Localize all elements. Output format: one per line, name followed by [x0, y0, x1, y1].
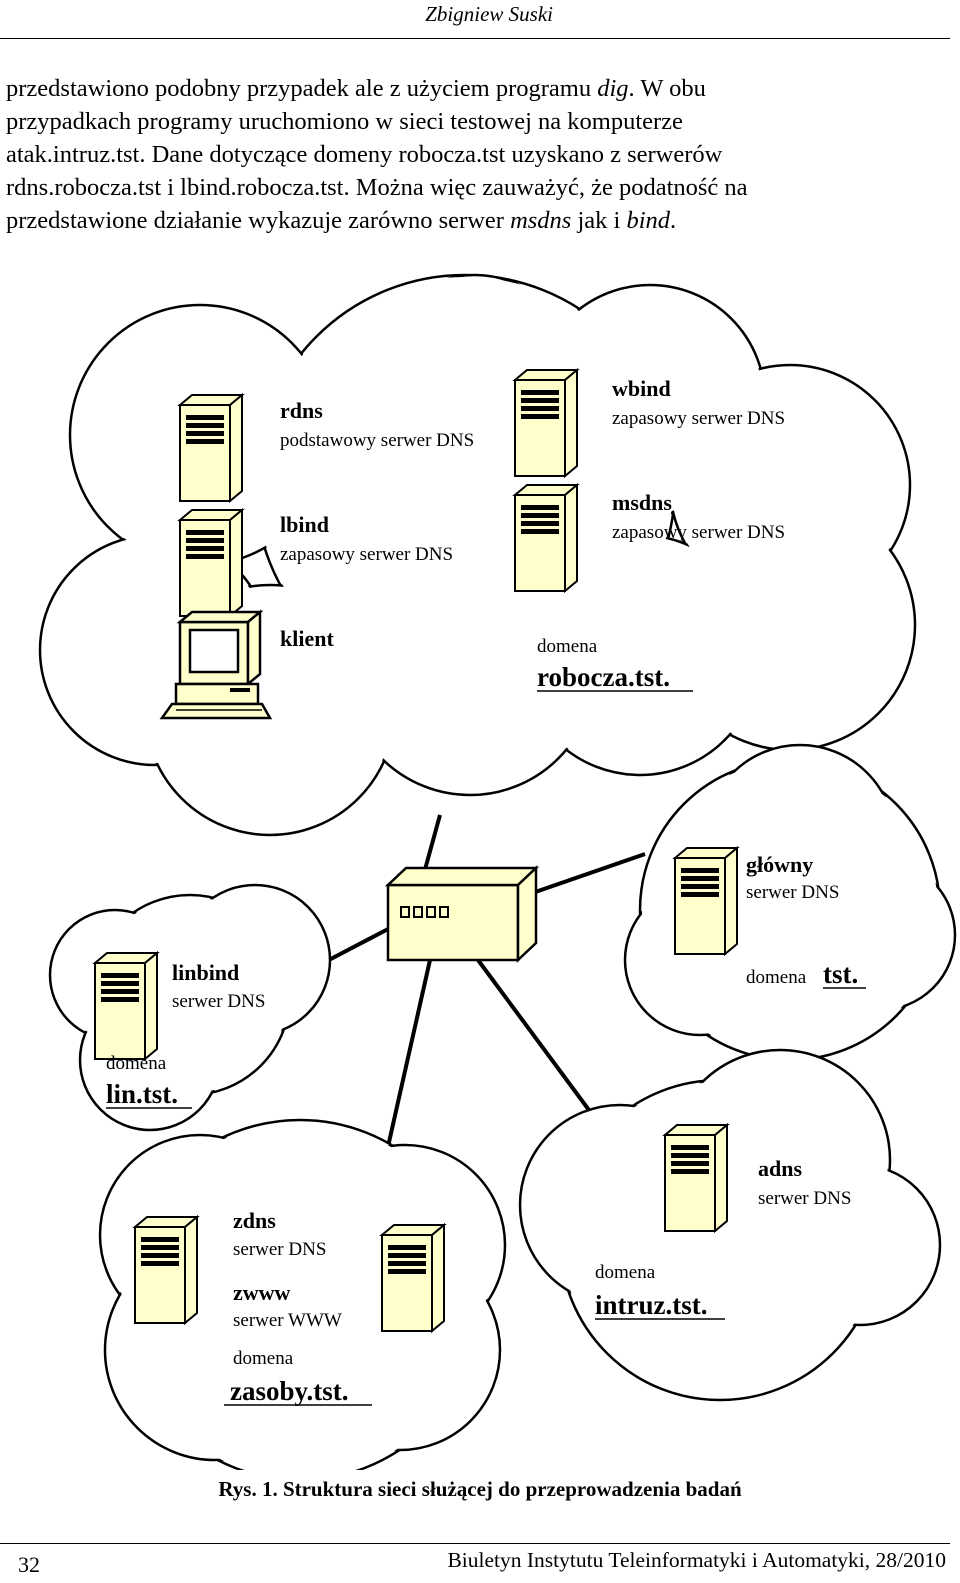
- label-lin-domain: lin.tst.: [106, 1079, 178, 1109]
- server-adns-icon: [664, 1124, 728, 1232]
- label-msdns-desc: zapasowy serwer DNS: [612, 522, 785, 543]
- paragraph-line-1: przedstawiono podobny przypadek ale z uż…: [6, 75, 706, 102]
- server-lbind-icon: [179, 509, 243, 617]
- label-intruz-domain-word: domena: [595, 1262, 656, 1283]
- label-zasoby-domain-word: domena: [233, 1348, 294, 1369]
- label-glowny-desc: serwer DNS: [746, 882, 839, 903]
- label-lbind-desc: zapasowy serwer DNS: [280, 544, 453, 565]
- paragraph-line-5: przedstawione działanie wykazuje zarówno…: [6, 207, 677, 234]
- server-glowny-icon: [674, 847, 738, 955]
- server-linbind-icon: [94, 952, 158, 1060]
- body-paragraph: przedstawiono podobny przypadek ale z uż…: [6, 72, 946, 237]
- label-msdns: msdns: [612, 490, 672, 515]
- label-zasoby-domain: zasoby.tst.: [230, 1376, 349, 1406]
- router-icon: [384, 865, 540, 963]
- label-zwww-desc: serwer WWW: [233, 1310, 342, 1331]
- label-tst-domain-word: domena: [746, 967, 807, 988]
- label-wbind: wbind: [612, 376, 671, 401]
- server-zdns-icon: [134, 1216, 198, 1324]
- paragraph-line-2: przypadkach programy uruchomiono w sieci…: [6, 108, 683, 135]
- server-rdns-icon: [179, 394, 243, 502]
- label-robocza-domain-word: domena: [537, 636, 598, 657]
- figure-caption: Rys. 1. Struktura sieci służącej do prze…: [218, 1477, 742, 1501]
- running-header: Zbigniew Suski: [0, 2, 948, 27]
- header-author: Zbigniew Suski: [425, 2, 553, 26]
- paragraph-line-4: rdns.robocza.tst i lbind.robocza.tst. Mo…: [6, 174, 748, 201]
- server-zwww-icon: [381, 1224, 445, 1332]
- label-intruz-domain: intruz.tst.: [595, 1290, 707, 1320]
- label-linbind-desc: serwer DNS: [172, 991, 265, 1012]
- label-zwww: zwww: [233, 1280, 291, 1305]
- label-rdns: rdns: [280, 398, 323, 423]
- label-lbind: lbind: [280, 512, 329, 537]
- label-robocza-domain: robocza.tst.: [537, 662, 670, 692]
- connection-lines: [324, 814, 646, 1161]
- label-glowny: główny: [746, 852, 813, 877]
- server-msdns-icon: [514, 484, 578, 592]
- header-rule: [0, 38, 950, 39]
- journal-footer: Biuletyn Instytutu Teleinformatyki i Aut…: [447, 1548, 946, 1572]
- workstation-klient-icon: [159, 609, 273, 720]
- label-zdns-desc: serwer DNS: [233, 1239, 326, 1260]
- paragraph-line-3: atak.intruz.tst. Dane dotyczące domeny r…: [6, 141, 723, 168]
- label-lin-domain-word: domena: [106, 1053, 167, 1074]
- label-zdns: zdns: [233, 1208, 276, 1233]
- footer-rule: [0, 1543, 950, 1544]
- label-wbind-desc: zapasowy serwer DNS: [612, 408, 785, 429]
- page-number: 32: [18, 1552, 40, 1577]
- label-tst-domain: tst.: [823, 959, 858, 989]
- cloud-robocza-fill: [42, 277, 913, 833]
- label-adns-desc: serwer DNS: [758, 1188, 851, 1209]
- server-wbind-icon: [514, 369, 578, 477]
- network-diagram: rdns podstawowy serwer DNS wbind zapasow…: [38, 273, 957, 1470]
- label-klient: klient: [280, 626, 334, 651]
- label-adns: adns: [758, 1156, 802, 1181]
- label-rdns-desc: podstawowy serwer DNS: [280, 430, 474, 451]
- label-linbind: linbind: [172, 960, 239, 985]
